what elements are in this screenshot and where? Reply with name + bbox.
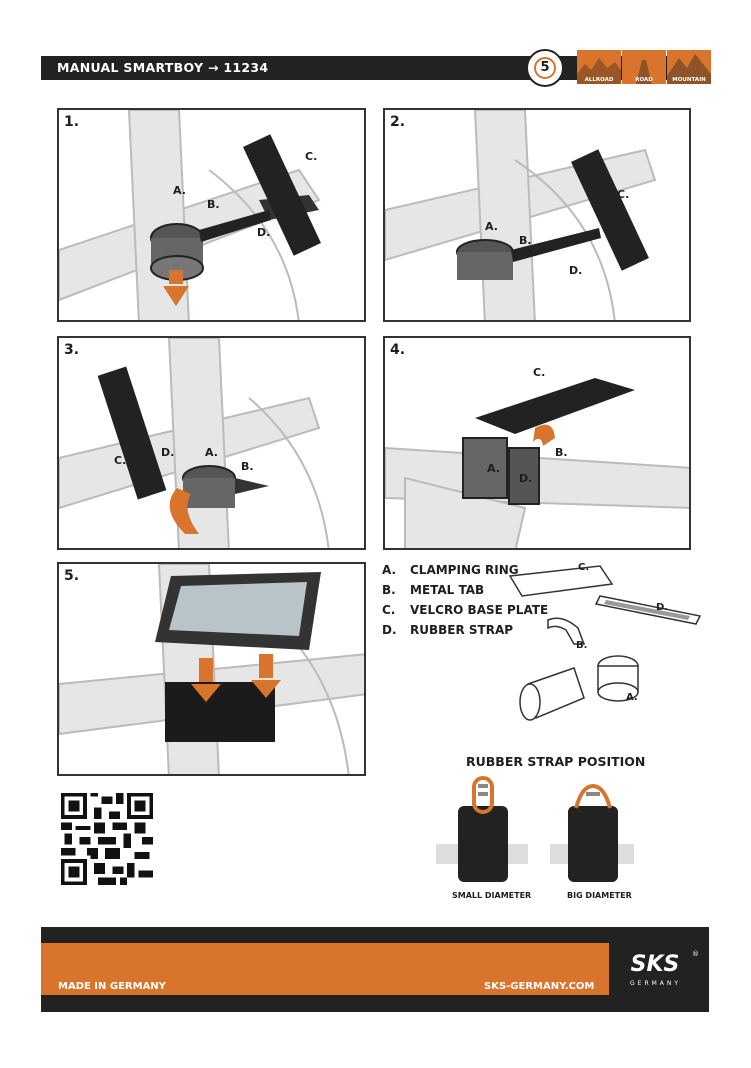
step-4-panel: 4. C. B. A. D. xyxy=(383,336,691,550)
step-number: 5. xyxy=(64,568,80,584)
registered-mark: ® xyxy=(692,950,699,958)
part-label-d: D. xyxy=(656,602,669,613)
label-a: A. xyxy=(205,446,218,459)
step-3-illustration xyxy=(59,338,330,548)
sks-logo: SKS GERMANY ® xyxy=(620,948,699,994)
label-d: D. xyxy=(161,446,175,459)
step-1-panel: 1. A. B. C. D. xyxy=(57,108,366,322)
label-b: B. xyxy=(241,460,254,473)
label-d: D. xyxy=(257,226,271,239)
big-diameter-label: BIG DIAMETER xyxy=(567,891,632,900)
part-label-c: C. xyxy=(578,562,590,573)
part-label-a: A. xyxy=(626,692,638,703)
label-a: A. xyxy=(485,220,498,233)
part-label-b: B. xyxy=(576,640,588,651)
label-b: B. xyxy=(519,234,532,247)
label-a: A. xyxy=(487,462,500,475)
made-in-germany: MADE IN GERMANY xyxy=(58,981,166,992)
terrain-road-label: ROAD xyxy=(635,77,653,83)
step-number: 2. xyxy=(390,114,406,130)
legend-item-c: C. VELCRO BASE PLATE xyxy=(382,603,548,617)
terrain-road-icon: ROAD xyxy=(622,50,666,84)
legend-text: RUBBER STRAP xyxy=(410,623,514,637)
legend-item-b: B. METAL TAB xyxy=(382,583,484,597)
terrain-allroad-icon: ALLROAD xyxy=(577,50,621,84)
legend-text: VELCRO BASE PLATE xyxy=(410,603,549,617)
label-c: C. xyxy=(533,366,546,379)
label-a: A. xyxy=(173,184,186,197)
label-c: C. xyxy=(305,150,318,163)
step-number: 1. xyxy=(64,114,80,130)
label-c: C. xyxy=(114,454,127,467)
step-3-panel: 3. C. D. A. B. xyxy=(57,336,366,550)
step-4-illustration xyxy=(385,378,689,548)
warranty-badge: 5 xyxy=(526,49,564,87)
logo-subtitle: GERMANY xyxy=(630,980,682,987)
terrain-mountain-icon: MOUNTAIN xyxy=(667,50,711,84)
step-2-panel: 2. A. B. C. D. xyxy=(383,108,691,322)
step-5-panel: 5. xyxy=(57,562,366,776)
legend-text: CLAMPING RING xyxy=(410,563,519,577)
label-d: D. xyxy=(569,264,583,277)
manual-title: MANUAL SMARTBOY → 11234 xyxy=(57,60,269,75)
step-2-illustration xyxy=(385,110,657,320)
qr-code[interactable] xyxy=(61,793,153,885)
label-d: D. xyxy=(519,472,533,485)
logo-text: SKS xyxy=(630,952,680,977)
label-b: B. xyxy=(207,198,220,211)
small-diameter-label: SMALL DIAMETER xyxy=(452,891,532,900)
footer-accent-band xyxy=(41,943,609,995)
legend-letter: B. xyxy=(382,583,396,597)
legend-item-a: A. CLAMPING RING xyxy=(382,563,519,577)
terrain-allroad-label: ALLROAD xyxy=(584,77,614,83)
legend-letter: D. xyxy=(382,623,397,637)
step-number: 3. xyxy=(64,342,80,358)
step-1-illustration xyxy=(59,110,321,320)
strap-position-illustration xyxy=(436,776,634,882)
terrain-mountain-label: MOUNTAIN xyxy=(672,77,706,83)
legend-letter: C. xyxy=(382,603,396,617)
parts-exploded-illustration xyxy=(508,565,702,721)
label-c: C. xyxy=(617,188,630,201)
strap-position-title: RUBBER STRAP POSITION xyxy=(466,754,646,769)
step-5-illustration xyxy=(59,564,364,774)
legend-text: METAL TAB xyxy=(410,583,485,597)
website-link[interactable]: SKS-GERMANY.COM xyxy=(484,981,595,992)
legend-letter: A. xyxy=(382,563,397,577)
legend-item-d: D. RUBBER STRAP xyxy=(382,623,513,637)
step-number: 4. xyxy=(390,342,406,358)
label-b: B. xyxy=(555,446,568,459)
warranty-number: 5 xyxy=(534,57,556,79)
